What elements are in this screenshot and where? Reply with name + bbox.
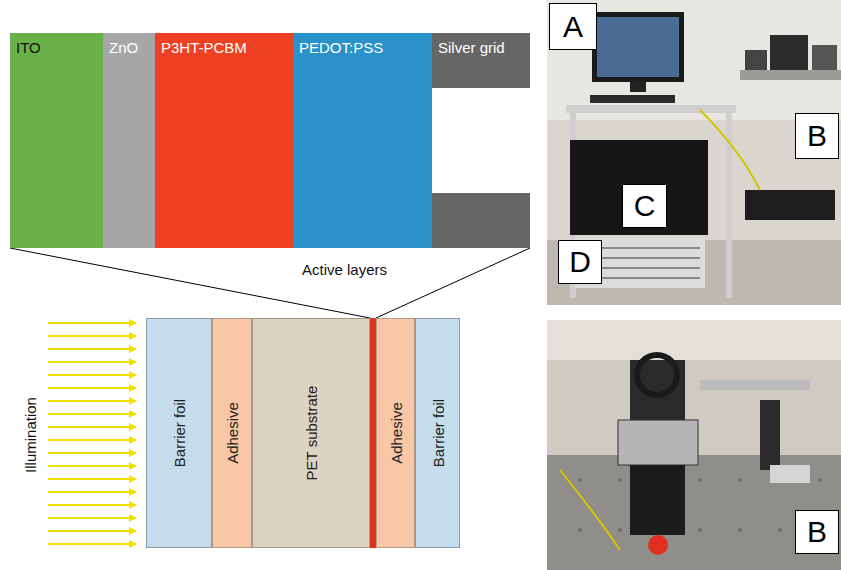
layer-name: Barrier foil: [429, 399, 446, 467]
optical-setup-photo: [547, 320, 841, 570]
layer-name: PEDOT:PSS: [299, 39, 383, 56]
layer-name: Adhesive: [387, 402, 404, 464]
axis-caption: Illumination: [22, 397, 39, 473]
substrate-band: PET substrate: [252, 318, 370, 548]
layer-name: ITO: [16, 39, 41, 56]
leader-caption: Active layers: [302, 261, 387, 278]
adhesive-band: Adhesive: [212, 318, 252, 548]
photo-label: A: [549, 3, 597, 50]
photo-label: D: [558, 240, 602, 284]
layer-band: PEDOT:PSS: [293, 33, 432, 248]
callout-letter: A: [563, 12, 583, 42]
layer-name: P3HT-PCBM: [161, 39, 247, 56]
layer-band: P3HT-PCBM: [155, 33, 293, 248]
callout-letter: D: [569, 247, 591, 277]
photo-label: B: [795, 510, 839, 554]
layer-name: PET substrate: [303, 386, 320, 481]
callout-letter: B: [807, 121, 827, 151]
barrier-foil-band: Barrier foil: [146, 318, 212, 548]
barrier-foil-band: Barrier foil: [415, 318, 460, 548]
layer-name: Silver grid: [438, 39, 505, 56]
layer-band: ZnO: [103, 33, 155, 248]
layer-band: ITO: [10, 33, 103, 248]
leader-line: [10, 248, 370, 318]
illumination-arrows: [48, 323, 136, 544]
adhesive-band: Adhesive: [376, 318, 415, 548]
callout-letter: B: [807, 517, 827, 547]
silver-grid: Silver grid: [432, 33, 530, 88]
layer-name: Adhesive: [224, 402, 241, 464]
callout-letter: C: [634, 191, 656, 221]
layer-name: Barrier foil: [171, 399, 188, 467]
leader-line: [376, 248, 530, 318]
photo-label: C: [622, 184, 667, 228]
silver-grid-finger: [432, 193, 530, 248]
layer-name: ZnO: [109, 39, 138, 56]
lab-photo: [547, 0, 841, 305]
photo-label: B: [795, 113, 839, 159]
